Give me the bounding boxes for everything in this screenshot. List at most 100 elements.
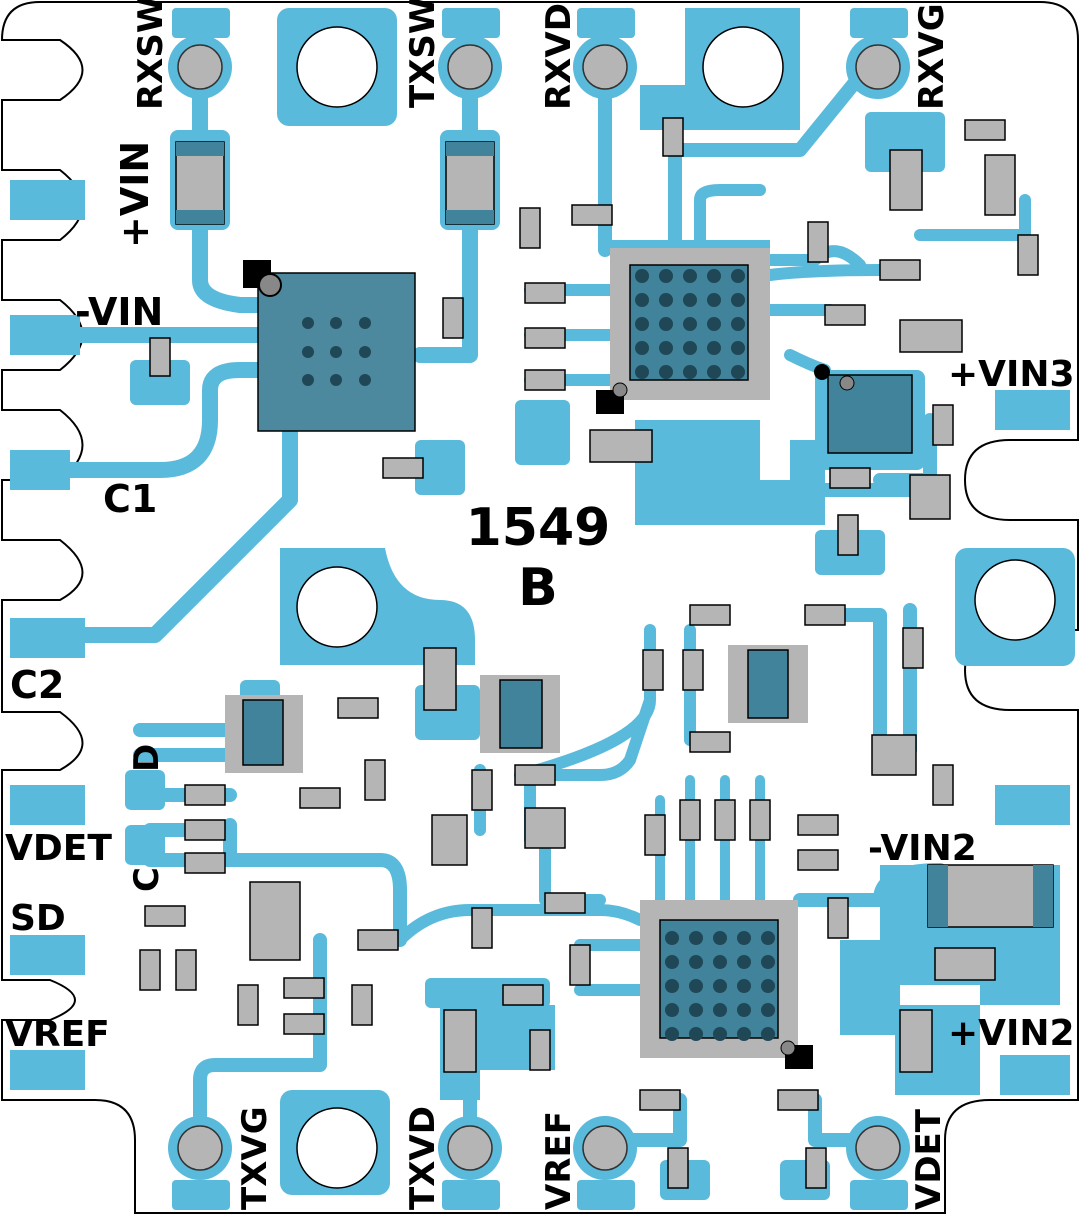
label-txsw: TXSW [403,0,443,108]
thermal-via [635,341,649,355]
smd-component [689,604,731,626]
passive-components [139,117,1054,1189]
smd-component [351,984,373,1026]
thermal-via [731,293,745,307]
thermal-via [713,1027,727,1041]
thermal-via [737,931,751,945]
thermal-via [731,365,745,379]
smd-component [829,467,871,489]
smd-component [749,799,771,841]
thermal-via [761,1027,775,1041]
thermal-via [683,269,697,283]
smd-component [682,649,704,691]
thermal-via [761,979,775,993]
thermal-via [665,979,679,993]
smd-component [175,949,197,991]
smd-component [514,764,556,786]
label-minus-vin2: -VIN2 [868,828,977,869]
label-rxsw: RXSW [131,0,171,110]
ic-u1 [243,260,416,432]
label-vref-bottom: VREF [539,1111,579,1210]
smd-component [357,929,399,951]
smd-component [149,337,171,377]
thermal-via [665,1003,679,1017]
smd-component [519,207,541,249]
board-revision: B [518,558,558,618]
thermal-via [665,931,679,945]
smd-component [283,977,325,999]
smd-component [569,944,591,986]
label-vref-left: VREF [5,1014,110,1055]
smd-component [471,769,493,811]
thermal-via [731,317,745,331]
smd-component [184,784,226,806]
thermal-via [683,317,697,331]
smd-component [827,897,849,939]
thermal-via [665,1027,679,1041]
smd-component [932,404,954,446]
smd-component [524,327,566,349]
smd-component [679,799,701,841]
thermal-via [635,365,649,379]
thermal-via [665,955,679,969]
smd-component [382,457,424,479]
smd-component [932,764,954,806]
thermal-via [761,1003,775,1017]
smd-component [797,849,839,871]
smd-component [639,1089,681,1111]
smd-component [644,814,666,856]
smd-component [524,282,566,304]
label-rxvd: RXVD [539,3,579,110]
thermal-via [683,293,697,307]
thermal-via [689,955,703,969]
label-c: C [127,867,167,892]
label-txvg: TXVG [235,1106,275,1210]
ic-u4 [640,900,813,1069]
thermal-via [689,979,703,993]
smd-component [662,117,684,157]
board-part-number: 1549 [466,498,611,558]
smd-component [544,892,586,914]
smd-component [902,627,924,669]
smd-component [442,297,464,339]
thermal-via [659,293,673,307]
silkscreen-labels: RXSW TXSW RXVD RXVG +VIN -VIN C1 C2 VDET… [5,0,1075,1210]
smd-component [184,819,226,841]
thermal-via [761,931,775,945]
thermal-via [635,317,649,331]
smd-component [364,759,386,801]
smd-component [1017,234,1039,276]
smd-component [797,814,839,836]
thermal-via [707,269,721,283]
thermal-via [659,341,673,355]
label-vdet-bottom: VDET [909,1108,949,1210]
thermal-via [737,955,751,969]
smd-component [283,1013,325,1035]
thermal-via [731,341,745,355]
label-plus-vin2: +VIN2 [948,1013,1075,1054]
smd-component [804,604,846,626]
smd-component [964,119,1006,141]
thermal-via [659,317,673,331]
smd-component [837,514,859,556]
label-sd: SD [10,898,66,939]
thermal-via [707,341,721,355]
thermal-via [713,955,727,969]
thermal-via [713,1003,727,1017]
thermal-via [737,1027,751,1041]
label-c1: C1 [103,477,157,521]
smd-component [502,984,544,1006]
smd-component [642,649,664,691]
ic-u2 [596,248,770,414]
test-points [168,35,910,1180]
smd-component [689,731,731,753]
smd-component [807,221,829,263]
label-plus-vin3: +VIN3 [948,354,1075,395]
smd-component [571,204,613,226]
smd-component [667,1147,689,1189]
thermal-via [683,365,697,379]
smd-component [805,1147,827,1189]
label-d: D [127,744,167,772]
